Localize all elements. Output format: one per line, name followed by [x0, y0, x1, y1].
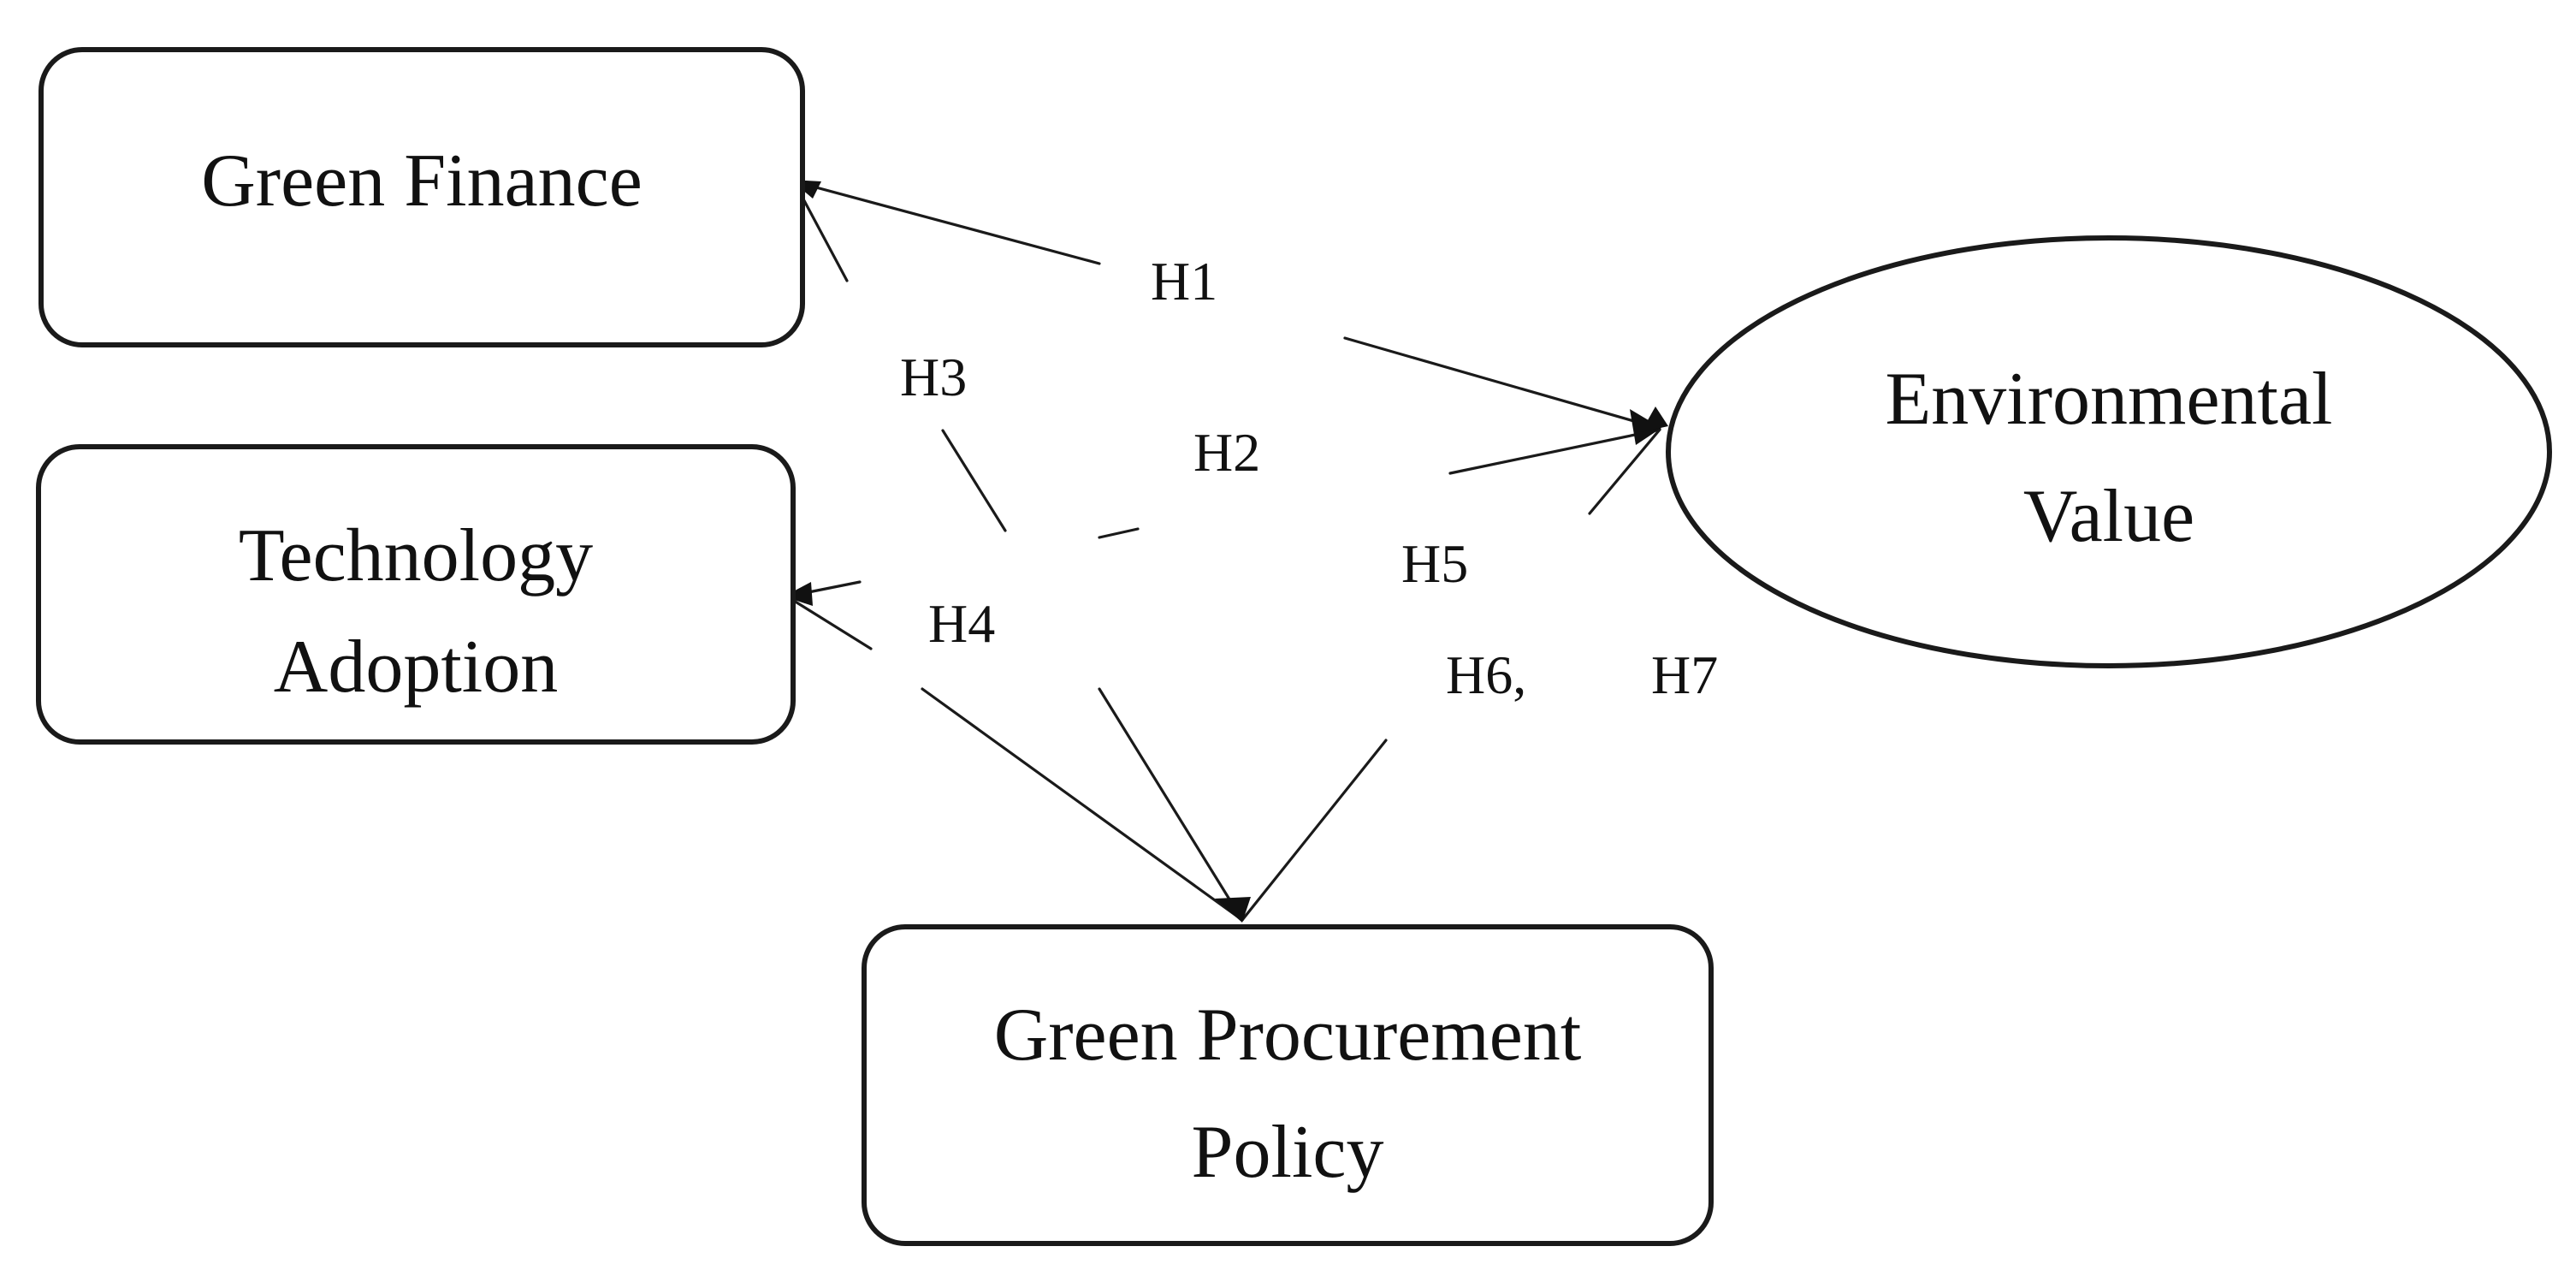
label-h7: H7: [1651, 644, 1718, 705]
label-h1: H1: [1151, 251, 1217, 312]
edge-h5: [1588, 428, 1661, 515]
edge-h6-h7: [1241, 739, 1388, 922]
arrowhead-green-procurement: [1215, 897, 1251, 923]
label-h6: H6,: [1446, 644, 1526, 705]
node-green-procurement-policy-line1: Green Procurement: [994, 994, 1582, 1077]
edge-h3-continuation: [1098, 687, 1244, 922]
node-technology-adoption-line1: Technology: [239, 514, 593, 597]
edge-h1: [792, 180, 1644, 425]
label-h4: H4: [928, 593, 995, 654]
node-technology-adoption: Technology Adoption: [36, 444, 796, 745]
node-environmental-value-line1: Environmental: [1886, 358, 2333, 441]
node-environmental-value-line2: Value: [2023, 475, 2194, 558]
label-h5: H5: [1401, 533, 1468, 594]
node-green-finance-label: Green Finance: [201, 139, 643, 223]
arrowhead-environmental-value-top: [1641, 407, 1668, 432]
node-technology-adoption-line2: Adoption: [274, 626, 558, 709]
node-green-procurement-policy-line2: Policy: [1192, 1111, 1384, 1194]
edge-h2: [1098, 428, 1661, 539]
edge-h4: [785, 580, 1244, 922]
node-environmental-value: Environmental Value: [1666, 235, 2552, 668]
label-h3: H3: [900, 347, 967, 407]
node-green-procurement-policy: Green Procurement Policy: [862, 924, 1714, 1246]
node-green-finance: Green Finance: [38, 47, 805, 347]
label-h2: H2: [1193, 422, 1260, 483]
arrowhead-technology-adoption: [784, 582, 813, 606]
